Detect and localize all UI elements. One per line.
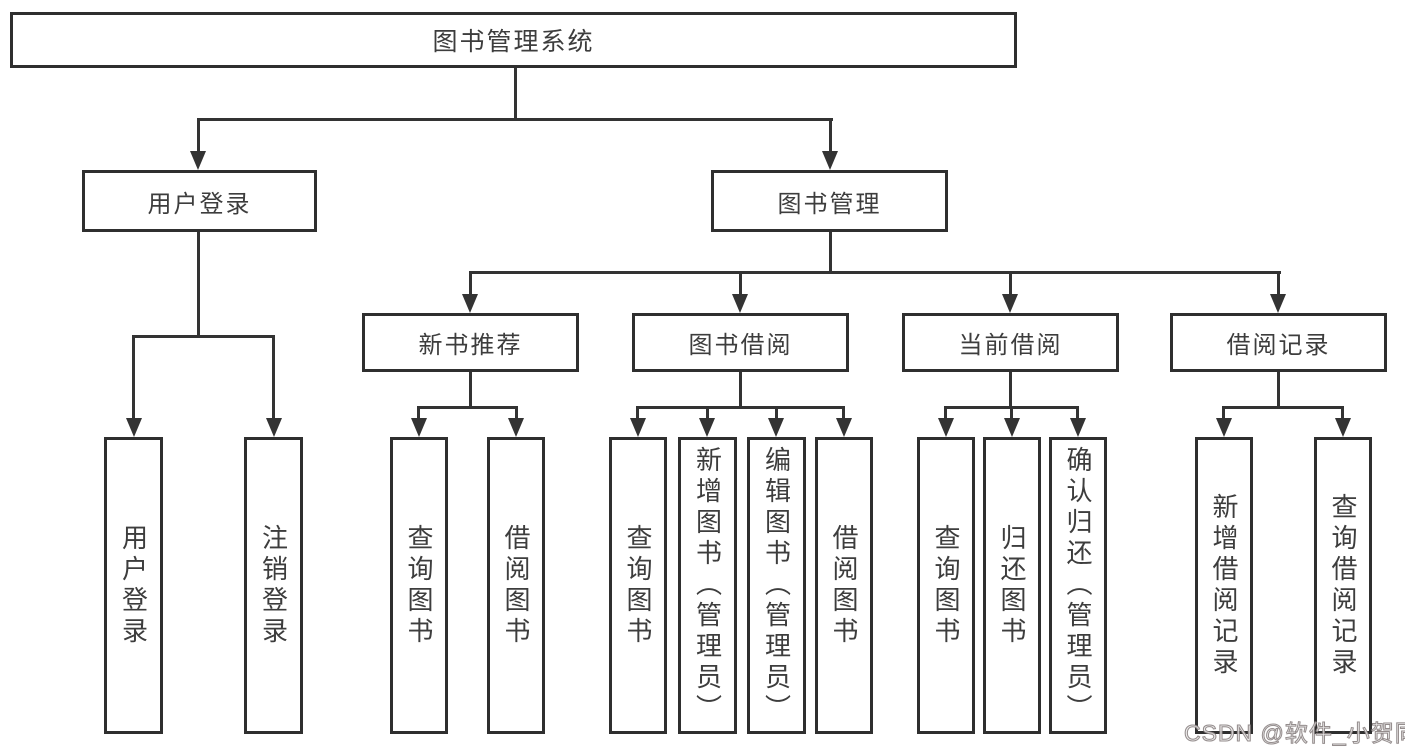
connector-book-mgmt-stub xyxy=(829,232,832,271)
leaf-borrow-add-books-admin: 新增图书（管理员） xyxy=(678,437,737,734)
connector-leg xyxy=(197,118,200,154)
connector-user-login-hline xyxy=(132,335,274,338)
connector-leg xyxy=(1341,406,1344,423)
connector-leg xyxy=(1277,271,1280,298)
leaf-label: 新增借阅记录 xyxy=(1209,492,1239,679)
connector-leg xyxy=(417,406,420,423)
connector-leg xyxy=(739,271,742,298)
connector-hline xyxy=(636,406,845,409)
connector-leg xyxy=(515,406,518,423)
arrow-down-icon xyxy=(1270,294,1286,313)
node-borrow-record: 借阅记录 xyxy=(1170,313,1387,372)
leaf-label: 借阅图书 xyxy=(501,523,531,648)
connector-stub xyxy=(1277,372,1280,406)
connector-leg xyxy=(132,335,135,421)
csdn-watermark: CSDN @软件_小贺同学 xyxy=(1184,720,1405,747)
arrow-down-icon xyxy=(732,294,748,313)
connector-leg xyxy=(706,406,709,423)
arrow-down-icon xyxy=(768,418,784,437)
leaf-current-return-books: 归还图书 xyxy=(983,437,1041,734)
connector-level3-hline xyxy=(469,271,1281,274)
leaf-borrow-borrow-books: 借阅图书 xyxy=(815,437,873,734)
connector-leg xyxy=(842,406,845,423)
node-label: 图书管理系统 xyxy=(432,28,595,56)
leaf-label: 借阅图书 xyxy=(829,523,859,648)
node-label: 借阅记录 xyxy=(1226,332,1331,359)
arrow-down-icon xyxy=(462,294,478,313)
arrow-down-icon xyxy=(266,418,282,437)
connector-leg xyxy=(1076,406,1079,423)
connector-stub xyxy=(469,372,472,406)
node-current-borrow: 当前借阅 xyxy=(902,313,1119,372)
connector-leg xyxy=(1009,271,1012,298)
leaf-label: 编辑图书（管理员） xyxy=(761,446,792,725)
leaf-borrow-query-books: 查询图书 xyxy=(609,437,667,734)
arrow-down-icon xyxy=(1216,418,1232,437)
node-label: 当前借阅 xyxy=(958,332,1063,359)
connector-leg xyxy=(469,271,472,298)
connector-leg xyxy=(272,335,275,421)
connector-leg xyxy=(636,406,639,423)
arrow-down-icon xyxy=(630,418,646,437)
connector-leg xyxy=(1222,406,1225,423)
leaf-label: 用户登录 xyxy=(118,523,149,648)
node-book-management: 图书管理 xyxy=(711,170,948,232)
arrow-down-icon xyxy=(836,418,852,437)
connector-user-login-stub xyxy=(197,232,200,335)
connector-hline xyxy=(1222,406,1344,409)
leaf-logout: 注销登录 xyxy=(244,437,303,734)
arrow-down-icon xyxy=(1002,294,1018,313)
node-book-borrow: 图书借阅 xyxy=(632,313,849,372)
arrow-down-icon xyxy=(1070,418,1086,437)
arrow-down-icon xyxy=(190,151,206,170)
connector-leg xyxy=(829,118,832,154)
connector-leg xyxy=(1010,406,1013,423)
arrow-down-icon xyxy=(699,418,715,437)
connector-stub xyxy=(739,372,742,406)
leaf-current-confirm-return-admin: 确认归还（管理员） xyxy=(1049,437,1107,734)
arrow-down-icon xyxy=(508,418,524,437)
leaf-recommend-query-books: 查询图书 xyxy=(390,437,448,734)
leaf-user-login: 用户登录 xyxy=(104,437,163,734)
leaf-record-add: 新增借阅记录 xyxy=(1195,437,1253,734)
connector-leg xyxy=(775,406,778,423)
arrow-down-icon xyxy=(822,151,838,170)
leaf-label: 查询图书 xyxy=(931,523,961,648)
leaf-label: 查询图书 xyxy=(404,523,434,648)
connector-root-stub xyxy=(514,68,517,118)
node-label: 用户登录 xyxy=(147,190,252,218)
arrow-down-icon xyxy=(1335,418,1351,437)
connector-hline xyxy=(417,406,517,409)
leaf-label: 归还图书 xyxy=(997,523,1027,648)
leaf-current-query-books: 查询图书 xyxy=(917,437,975,734)
arrow-down-icon xyxy=(938,418,954,437)
arrow-down-icon xyxy=(1004,418,1020,437)
arrow-down-icon xyxy=(411,418,427,437)
leaf-recommend-borrow-books: 借阅图书 xyxy=(487,437,545,734)
leaf-record-query: 查询借阅记录 xyxy=(1314,437,1372,734)
node-label: 图书管理 xyxy=(777,190,882,218)
connector-stub xyxy=(1009,372,1012,406)
leaf-label: 确认归还（管理员） xyxy=(1063,446,1093,725)
node-label: 图书借阅 xyxy=(688,332,793,359)
node-label: 新书推荐 xyxy=(418,332,523,359)
connector-leg xyxy=(944,406,947,423)
node-new-book-recommend: 新书推荐 xyxy=(362,313,579,372)
leaf-label: 查询图书 xyxy=(623,523,653,648)
connector-level2-hline xyxy=(197,118,833,121)
arrow-down-icon xyxy=(126,418,142,437)
leaf-label: 查询借阅记录 xyxy=(1328,492,1358,679)
leaf-label: 新增图书（管理员） xyxy=(692,446,723,725)
node-library-management-system: 图书管理系统 xyxy=(10,12,1017,68)
leaf-borrow-edit-books-admin: 编辑图书（管理员） xyxy=(747,437,806,734)
leaf-label: 注销登录 xyxy=(258,523,289,648)
node-user-login: 用户登录 xyxy=(82,170,317,232)
